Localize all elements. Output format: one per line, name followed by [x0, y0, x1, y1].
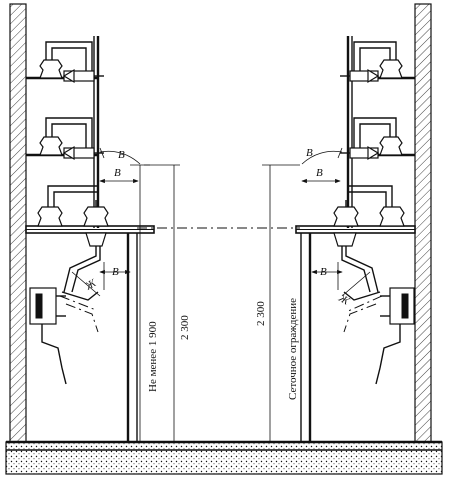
label-height-left: 2 300	[179, 315, 191, 340]
label-b-right-lower: В	[320, 266, 327, 278]
right-cell-frame	[295, 36, 416, 442]
label-mesh-fence: Сеточное ограждение	[287, 298, 299, 400]
right-insulator-top	[340, 41, 403, 84]
left-insulator-bottom	[37, 185, 109, 227]
floor-slab	[5, 440, 443, 475]
wall-left	[9, 3, 27, 443]
right-disconnector	[333, 232, 415, 385]
right-insulator-bottom	[333, 185, 405, 227]
left-insulator-middle	[39, 117, 104, 161]
left-insulator-top	[39, 41, 104, 84]
label-b-left-arc: В	[118, 149, 125, 161]
right-insulator-middle	[340, 117, 403, 161]
left-disconnector	[29, 232, 107, 385]
label-height-right: 2 300	[255, 301, 267, 326]
label-zh-right: Ж	[336, 292, 352, 308]
label-min-height: Не менее 1 900	[147, 321, 159, 392]
label-zh-left: Ж	[83, 277, 99, 293]
left-dimensions	[71, 147, 180, 442]
label-b-left-top: В	[114, 167, 121, 179]
label-b-left-lower: В	[112, 266, 119, 278]
label-b-right-top: В	[316, 167, 323, 179]
label-b-right-arc: В	[306, 147, 313, 159]
right-dimensions	[262, 147, 371, 442]
wall-right	[414, 3, 432, 443]
